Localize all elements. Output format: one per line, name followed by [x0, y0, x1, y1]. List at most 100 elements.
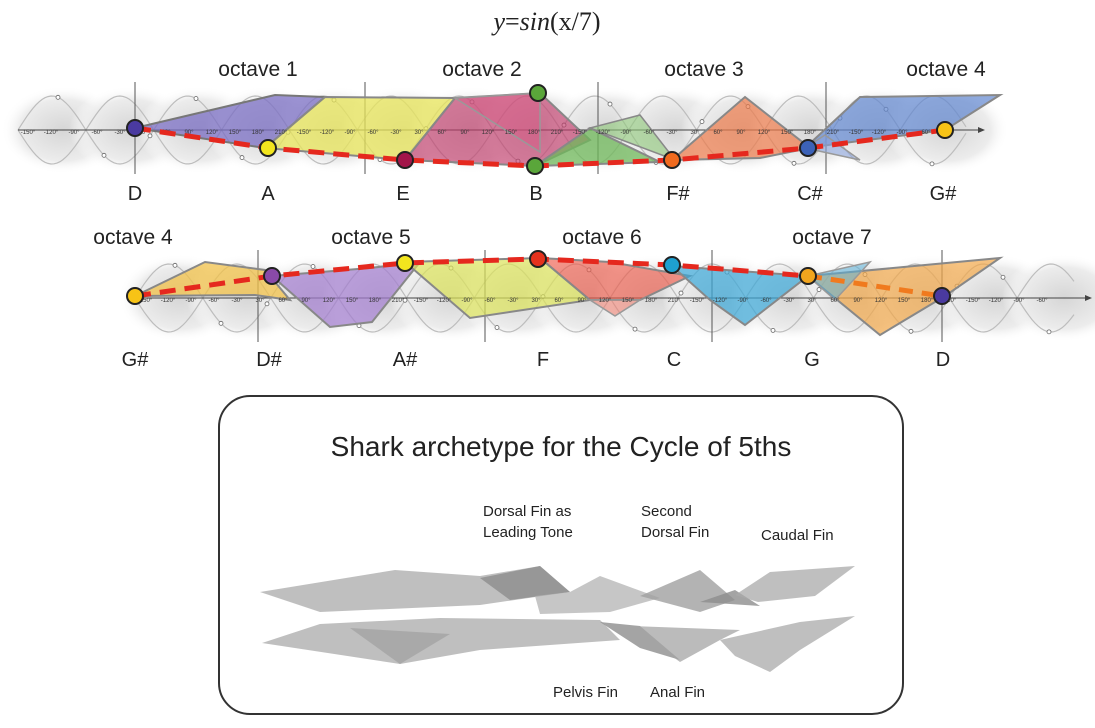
- tick-label: -90°: [185, 298, 197, 304]
- row-1-note-D: D: [128, 183, 142, 205]
- tick-label: -30°: [666, 130, 678, 136]
- tick-label: 90°: [184, 130, 194, 136]
- tick-label: 90°: [301, 298, 311, 304]
- wave-dot: [101, 152, 107, 158]
- tick-label: -120°: [596, 130, 611, 136]
- tick-label: -120°: [989, 298, 1004, 304]
- row-1-note-B: B: [529, 183, 542, 205]
- row-1-note-A: A: [261, 183, 275, 205]
- marker-G-sharp-2: [126, 287, 144, 305]
- row-2-note-G-sharp: G#: [122, 349, 150, 371]
- marker-F-sharp: [663, 151, 681, 169]
- wave-dot: [908, 328, 914, 334]
- wave-dot: [193, 96, 199, 101]
- wave-dot: [239, 155, 245, 160]
- tick-label: 60°: [278, 298, 288, 304]
- wave-dot: [1000, 274, 1006, 280]
- wave-dot: [1046, 329, 1052, 335]
- marker-B-top: [529, 84, 547, 102]
- tick-label: 120°: [482, 130, 495, 136]
- row-2-cycle-path: [134, 256, 809, 299]
- tick-label: 150°: [781, 130, 794, 136]
- marker-G: [799, 267, 817, 285]
- tick-label: 120°: [875, 298, 888, 304]
- row-2-ticks: -150°-120°-90°-60°-30°30°60°90°120°150°1…: [138, 298, 1048, 304]
- shark-upper-tail-join: [700, 590, 760, 606]
- tick-label: 150°: [898, 298, 911, 304]
- marker-D-2: [933, 287, 951, 305]
- row-2-note-markers: [126, 250, 951, 305]
- row-2-note-C: C: [667, 349, 681, 371]
- poly-octave6-red-b: [587, 299, 643, 317]
- tick-label: 30°: [807, 298, 817, 304]
- tick-label: -120°: [437, 298, 452, 304]
- marker-D: [126, 119, 144, 137]
- tick-label: -120°: [320, 130, 335, 136]
- shark-panel: [218, 395, 904, 715]
- tick-label: -30°: [114, 130, 126, 136]
- row-1-note-C-sharp: C#: [797, 183, 823, 205]
- tick-label: -150°: [414, 298, 429, 304]
- marker-D-sharp: [263, 267, 281, 285]
- wave-dot: [264, 301, 270, 307]
- tick-label: -90°: [737, 298, 749, 304]
- row-1-note-markers: [126, 84, 954, 175]
- label-second-dorsal-line2: Dorsal Fin: [641, 524, 709, 541]
- marker-A-sharp: [396, 254, 414, 272]
- tick-label: 180°: [804, 130, 817, 136]
- tick-label: 90°: [736, 130, 746, 136]
- tick-label: 120°: [206, 130, 219, 136]
- tick-label: 210°: [392, 298, 405, 304]
- shark-lower-front-b: [350, 628, 450, 664]
- marker-A: [259, 139, 277, 157]
- tick-label: 90°: [460, 130, 470, 136]
- tick-label: 30°: [138, 130, 148, 136]
- label-dorsal-fin-line1: Dorsal Fin as: [483, 503, 571, 520]
- row-2-note-F: F: [537, 349, 549, 371]
- tick-label: 120°: [323, 298, 336, 304]
- tick-label: -90°: [620, 130, 632, 136]
- label-second-dorsal-line1: Second: [641, 503, 692, 520]
- shark-upper-body: [260, 566, 855, 614]
- tick-label: -150°: [573, 130, 588, 136]
- marker-G-sharp: [936, 121, 954, 139]
- marker-B: [526, 157, 544, 175]
- tick-label: 150°: [505, 130, 518, 136]
- tick-label: 120°: [758, 130, 771, 136]
- tick-label: 180°: [645, 298, 658, 304]
- shark-pelvis-fin: [600, 622, 680, 660]
- row-2-octave-7: octave 7: [792, 226, 871, 249]
- row-2-note-D-sharp: D#: [256, 349, 282, 371]
- label-pelvis-fin: Pelvis Fin: [553, 684, 618, 701]
- tick-label: -90°: [1013, 298, 1025, 304]
- tick-label: 60°: [437, 130, 447, 136]
- shark-upper-mid: [535, 576, 660, 614]
- shark-lower-front: [262, 618, 620, 664]
- wave-dot: [699, 119, 705, 124]
- x-axis-arrow: [1085, 295, 1092, 301]
- row-2-octave-6: octave 6: [562, 226, 641, 249]
- wave-dot: [770, 327, 776, 333]
- formula-title: y=sin(x/7): [490, 7, 600, 36]
- tick-label: -120°: [44, 130, 59, 136]
- tick-label: 180°: [528, 130, 541, 136]
- tick-label: -30°: [390, 130, 402, 136]
- tick-label: -60°: [484, 298, 496, 304]
- tick-label: -150°: [849, 130, 864, 136]
- tick-label: -90°: [344, 130, 356, 136]
- wave-dot: [310, 264, 316, 269]
- tick-label: 210°: [827, 130, 840, 136]
- tick-label: -90°: [461, 298, 473, 304]
- tick-label: 90°: [853, 298, 863, 304]
- wave-dot: [607, 101, 613, 107]
- shark-lower-body: [262, 616, 855, 672]
- tick-label: -150°: [21, 130, 36, 136]
- tick-label: 60°: [830, 298, 840, 304]
- tick-label: 90°: [577, 298, 587, 304]
- wave-dot: [678, 290, 684, 296]
- marker-E: [396, 151, 414, 169]
- row-2-octave-4: octave 4: [93, 226, 173, 249]
- shark-second-dorsal-fin: [640, 570, 735, 612]
- tick-label: 180°: [369, 298, 382, 304]
